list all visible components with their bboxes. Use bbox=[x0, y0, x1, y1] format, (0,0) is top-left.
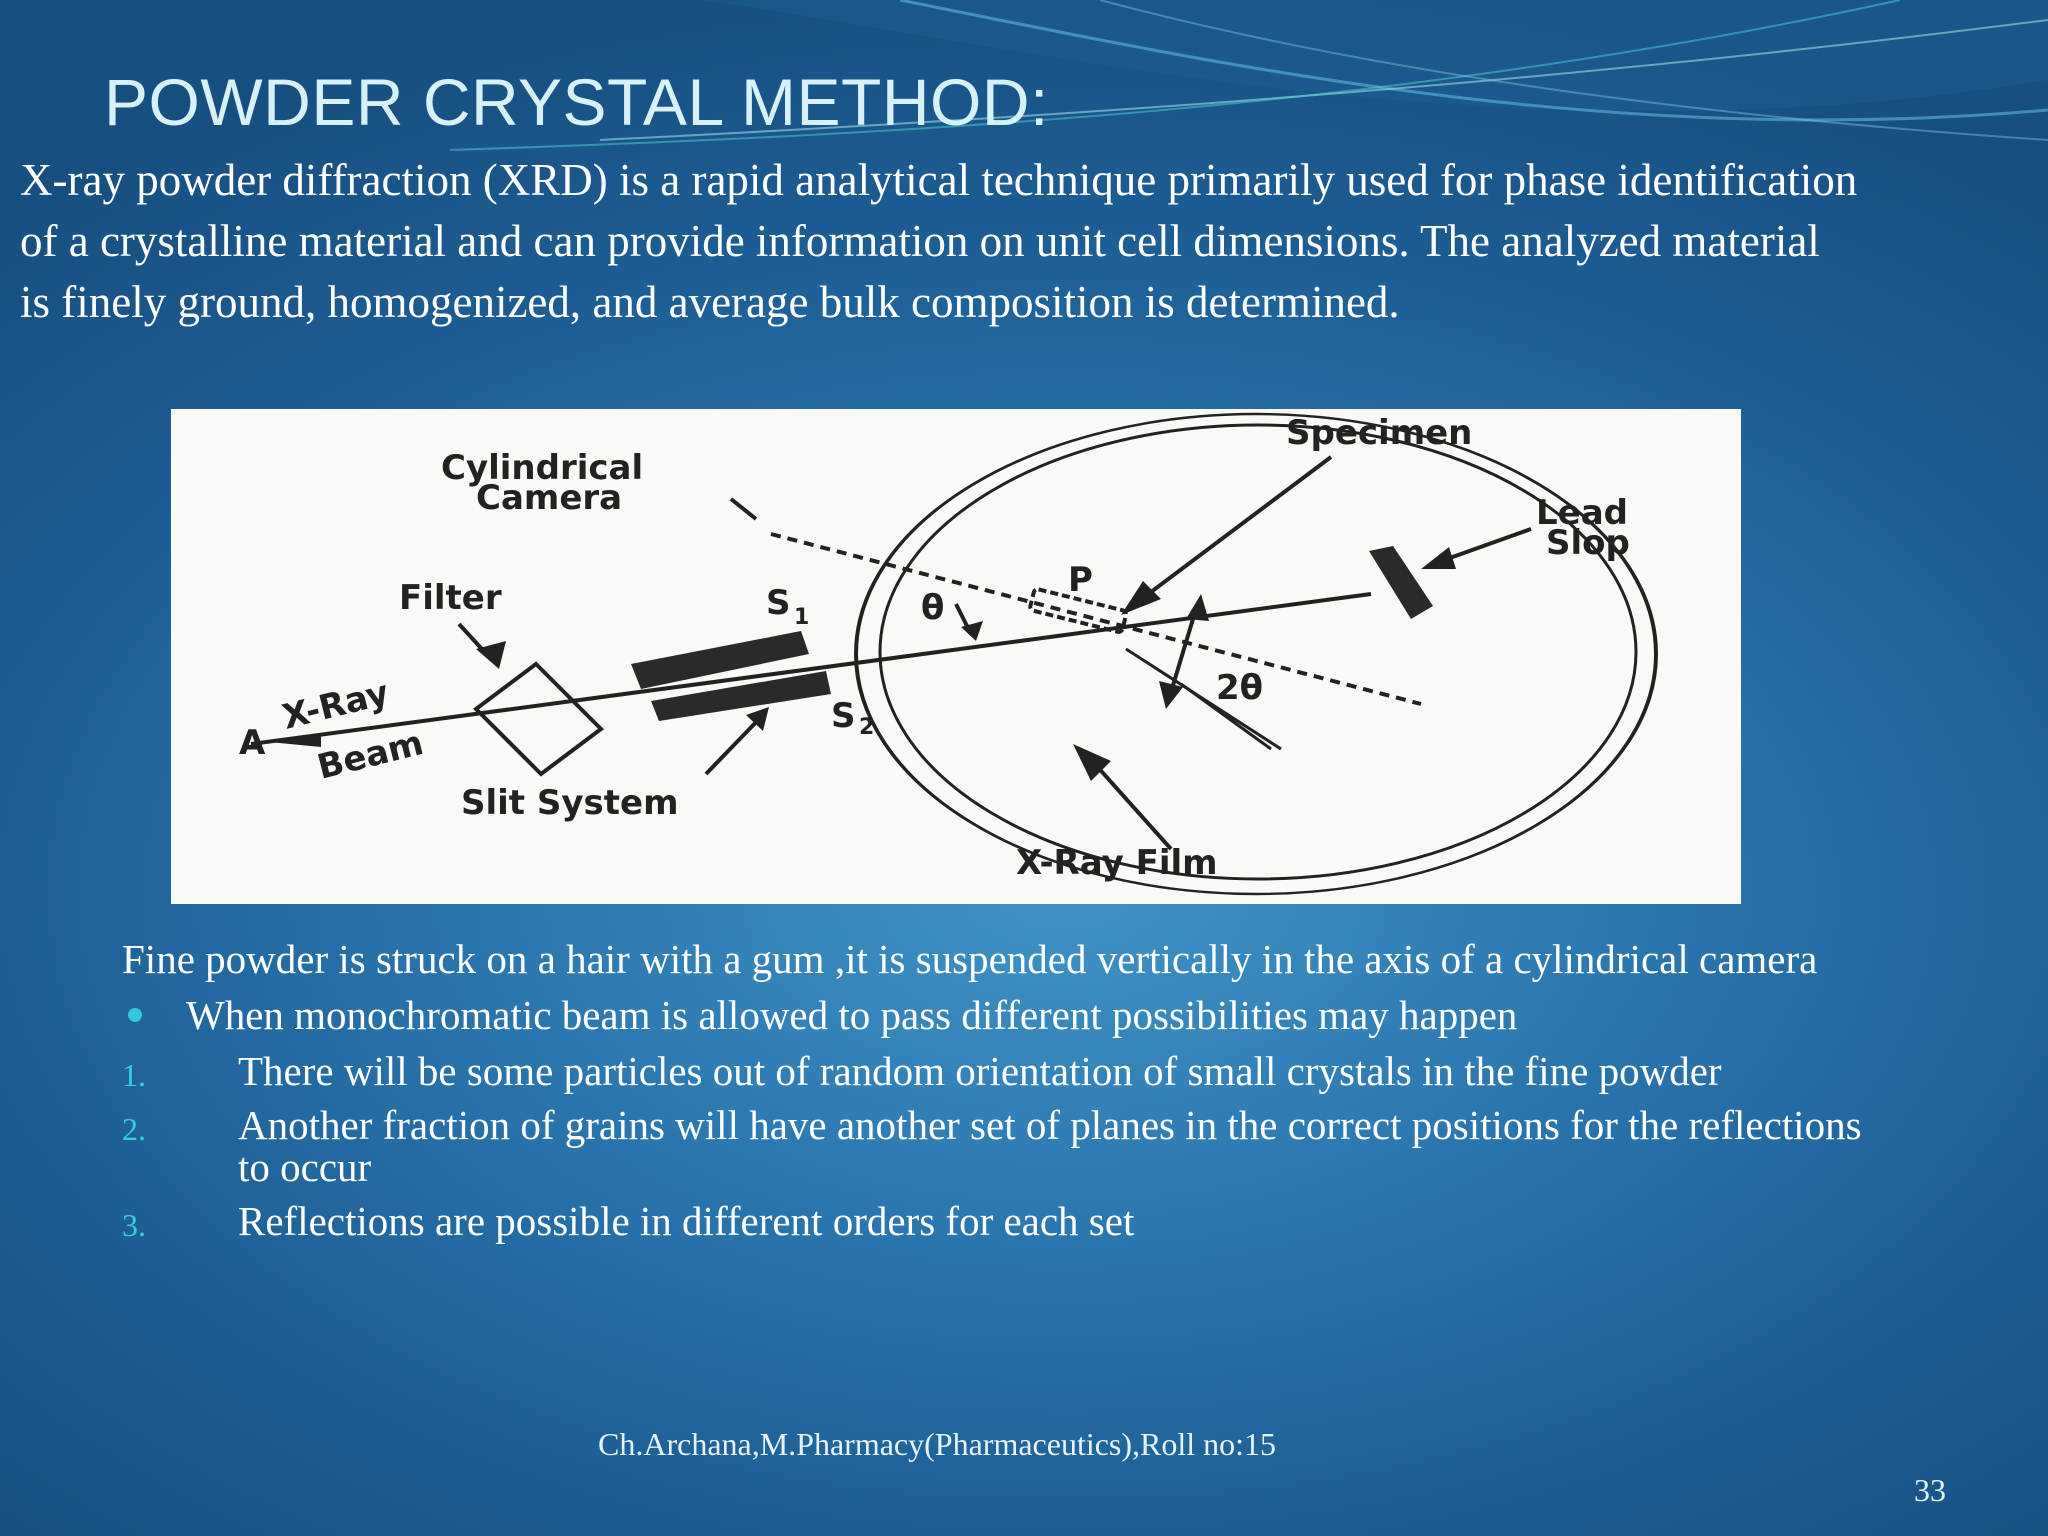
numbered-item: 3. Reflections are possible in different… bbox=[122, 1198, 1902, 1244]
label-cylindrical: Cylindrical bbox=[441, 448, 643, 488]
label-s2-sub: 2 bbox=[859, 715, 874, 740]
label-a: A bbox=[239, 723, 266, 763]
xray-beam-line bbox=[250, 592, 1372, 746]
slit-s2 bbox=[651, 671, 831, 721]
label-filter: Filter bbox=[399, 578, 502, 618]
specimen-rod bbox=[1028, 587, 1129, 634]
item-text: Reflections are possible in different or… bbox=[238, 1198, 1135, 1244]
page-number: 33 bbox=[1914, 1472, 1946, 1508]
label-s2: S bbox=[831, 696, 856, 736]
label-lead: Lead bbox=[1536, 493, 1628, 533]
camera-circle-inner bbox=[878, 423, 1638, 881]
diffracted-dashed-line bbox=[770, 532, 1422, 706]
two-theta-arrowhead-bottom-icon bbox=[1159, 681, 1183, 709]
camera-arrow bbox=[729, 497, 758, 521]
paragraph-hair-suspension: Fine powder is struck on a hair with a g… bbox=[122, 936, 1818, 982]
slide-body: Fine powder is struck on a hair with a g… bbox=[122, 938, 1902, 1254]
header-swoosh-decoration bbox=[449, 0, 2048, 151]
filter-box bbox=[472, 661, 605, 777]
label-slit-system: Slit System bbox=[461, 783, 679, 823]
label-camera: Camera bbox=[476, 478, 622, 518]
two-theta-arrow bbox=[1169, 608, 1198, 693]
label-s1-sub: 1 bbox=[794, 605, 809, 630]
label-theta: θ bbox=[921, 588, 944, 628]
item-text: Another fraction of grains will have ano… bbox=[238, 1102, 1862, 1190]
slit-s1 bbox=[631, 631, 809, 689]
bullet-item: When monochromatic beam is allowed to pa… bbox=[122, 994, 1902, 1036]
filter-arrowhead-icon bbox=[476, 641, 506, 669]
theta-arrowhead-icon bbox=[961, 621, 983, 641]
item-number: 2. bbox=[122, 1111, 146, 1147]
footer-author: Ch.Archana,M.Pharmacy(Pharmaceutics),Rol… bbox=[598, 1426, 1277, 1462]
bullet-text: When monochromatic beam is allowed to pa… bbox=[186, 992, 1518, 1038]
numbered-item: 2. Another fraction of grains will have … bbox=[122, 1104, 1902, 1188]
label-s1: S bbox=[766, 583, 791, 623]
specimen-arrow bbox=[1129, 455, 1333, 609]
bullet-dot-icon bbox=[128, 1008, 142, 1022]
item-number: 3. bbox=[122, 1207, 146, 1243]
lead-slop-block bbox=[1369, 546, 1433, 619]
radius-line-film bbox=[1180, 682, 1272, 751]
label-specimen: Specimen bbox=[1286, 413, 1472, 453]
beam-arrow-icon bbox=[269, 735, 321, 747]
label-p: P bbox=[1068, 560, 1093, 600]
specimen-arrowhead-icon bbox=[1121, 581, 1161, 615]
item-text: There will be some particles out of rand… bbox=[238, 1048, 1722, 1094]
slide-title: POWDER CRYSTAL METHOD: bbox=[104, 65, 1049, 139]
xrd-camera-diagram: Specimen Cylindrical Camera Lead Slop Fi… bbox=[171, 409, 1741, 904]
intro-paragraph: X-ray powder diffraction (XRD) is a rapi… bbox=[20, 155, 1858, 327]
slit-arrow bbox=[704, 715, 763, 776]
diagram-svg: Specimen Cylindrical Camera Lead Slop Fi… bbox=[239, 412, 1658, 896]
two-theta-arrowhead-top-icon bbox=[1186, 594, 1209, 621]
film-arrowhead-icon bbox=[1073, 744, 1111, 781]
lead-arrowhead-icon bbox=[1421, 547, 1456, 569]
numbered-item: 1. There will be some particles out of r… bbox=[122, 1048, 1902, 1094]
label-two-theta: 2θ bbox=[1216, 668, 1263, 708]
label-slop: Slop bbox=[1546, 523, 1630, 563]
camera-circle-outer bbox=[854, 412, 1658, 896]
label-xray-film: X-Ray Film bbox=[1016, 843, 1218, 883]
slit-arrowhead-icon bbox=[746, 707, 769, 731]
item-number: 1. bbox=[122, 1057, 146, 1093]
